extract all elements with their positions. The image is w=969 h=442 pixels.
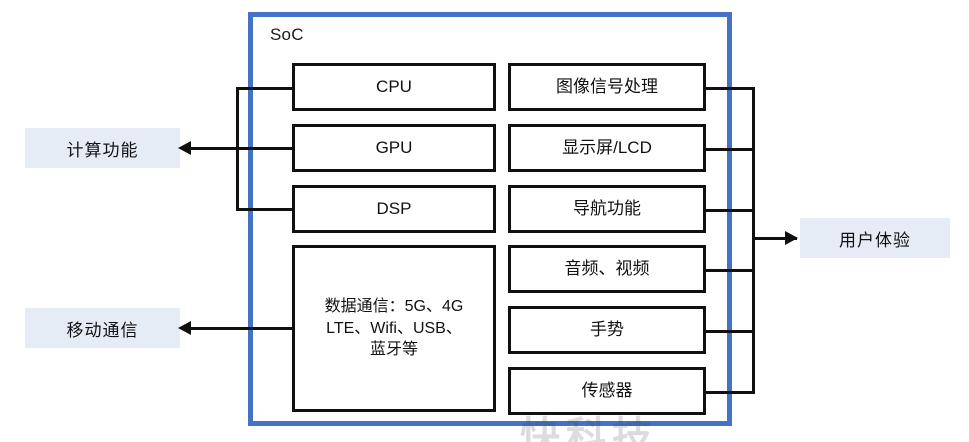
experience-bracket-spine <box>752 87 755 394</box>
block-cpu[interactable]: CPU <box>292 63 496 111</box>
mobile-arrow-head <box>178 321 191 335</box>
block-dsp-label: DSP <box>376 198 412 218</box>
experience-bracket-stub-gesture <box>704 330 755 333</box>
compute-bracket-stub-cpu <box>236 87 294 90</box>
compute-arrow-line <box>190 147 238 150</box>
block-display-lcd[interactable]: 显示屏/LCD <box>508 124 706 172</box>
side-label-compute[interactable]: 计算功能 <box>25 128 180 168</box>
block-image-signal-processing-label: 图像信号处理 <box>556 76 658 96</box>
experience-arrow-line <box>752 237 797 240</box>
experience-bracket-stub-audio <box>704 269 755 272</box>
side-label-experience-text: 用户体验 <box>839 230 911 250</box>
block-cpu-label: CPU <box>376 76 412 96</box>
block-data-communication-line1: 数据通信：5G、4G <box>324 298 464 316</box>
block-navigation-label: 导航功能 <box>573 198 641 218</box>
block-gesture-label: 手势 <box>590 319 624 339</box>
block-navigation[interactable]: 导航功能 <box>508 185 706 233</box>
block-gpu-label: GPU <box>375 137 413 157</box>
side-label-mobile[interactable]: 移动通信 <box>25 308 180 348</box>
mobile-arrow-line <box>190 327 294 330</box>
side-label-compute-text: 计算功能 <box>66 140 139 160</box>
block-gpu[interactable]: GPU <box>292 124 496 172</box>
block-dsp[interactable]: DSP <box>292 185 496 233</box>
compute-arrow-head <box>178 141 191 155</box>
block-audio-video[interactable]: 音频、视频 <box>508 245 706 293</box>
experience-bracket-stub-sensor <box>704 391 755 394</box>
experience-arrow-head <box>785 231 798 245</box>
block-data-communication-line3: 蓝牙等 <box>369 341 418 359</box>
experience-bracket-stub-display <box>704 148 755 151</box>
block-image-signal-processing[interactable]: 图像信号处理 <box>508 63 706 111</box>
soc-container <box>248 12 732 426</box>
block-data-communication[interactable]: 数据通信：5G、4G LTE、Wifi、USB、 蓝牙等 <box>292 245 496 412</box>
block-audio-video-label: 音频、视频 <box>564 258 650 278</box>
block-sensor[interactable]: 传感器 <box>508 367 706 415</box>
block-gesture[interactable]: 手势 <box>508 306 706 354</box>
block-data-communication-line2: LTE、Wifi、USB、 <box>326 319 462 337</box>
side-label-mobile-text: 移动通信 <box>66 320 139 340</box>
block-display-lcd-label: 显示屏/LCD <box>562 137 652 157</box>
block-sensor-label: 传感器 <box>581 380 633 400</box>
experience-bracket-stub-navigation <box>704 209 755 212</box>
compute-bracket-stub-gpu <box>236 147 294 150</box>
experience-bracket-stub-isp <box>704 87 755 90</box>
soc-label: SoC <box>270 25 304 44</box>
side-label-experience[interactable]: 用户体验 <box>800 218 950 258</box>
compute-bracket-stub-dsp <box>236 208 294 211</box>
